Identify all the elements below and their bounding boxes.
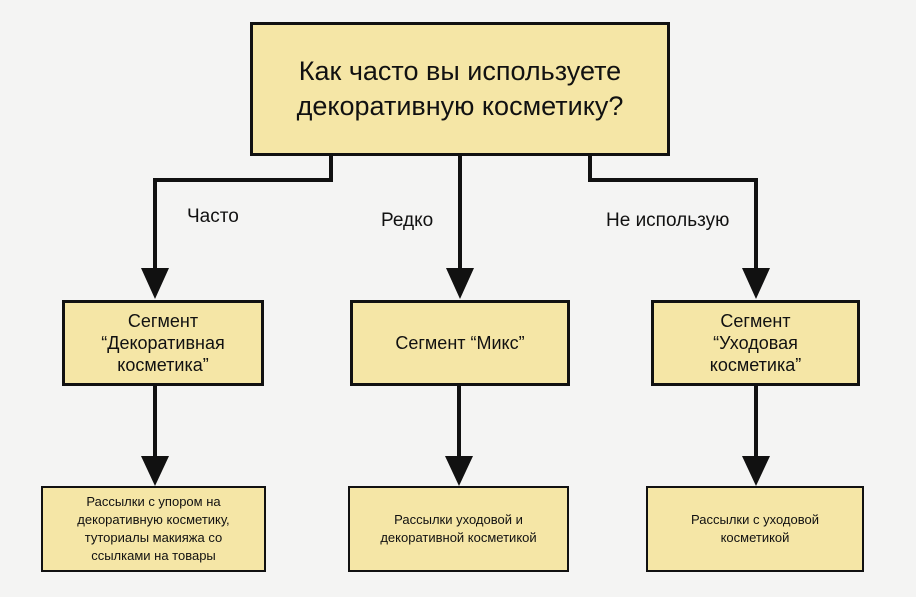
segment-box-care: Сегмент “Уходовая косметика” [651,300,860,386]
arrowhead-action-often [141,456,169,486]
branch-label-never: Не использую [606,210,730,231]
connector-question-to-segment-never [588,156,758,270]
arrowhead-segment-often [141,268,169,299]
connector-question-to-segment-often [153,156,333,270]
action-box-mix: Рассылки уходовой и декоративной космети… [348,486,569,572]
arrowhead-action-rarely [445,456,473,486]
arrowhead-segment-never [742,268,770,299]
branch-label-rarely: Редко [381,210,434,231]
arrowhead-segment-rarely [446,268,474,299]
branch-label-often: Часто [187,206,239,227]
arrowhead-action-never [742,456,770,486]
segment-box-decorative: Сегмент “Декоративная косметика” [62,300,264,386]
segment-box-mix: Сегмент “Микс” [350,300,570,386]
action-box-care: Рассылки с уходовой косметикой [646,486,864,572]
question-box: Как часто вы используете декоративную ко… [250,22,670,156]
action-box-decorative: Рассылки с упором на декоративную космет… [41,486,266,572]
